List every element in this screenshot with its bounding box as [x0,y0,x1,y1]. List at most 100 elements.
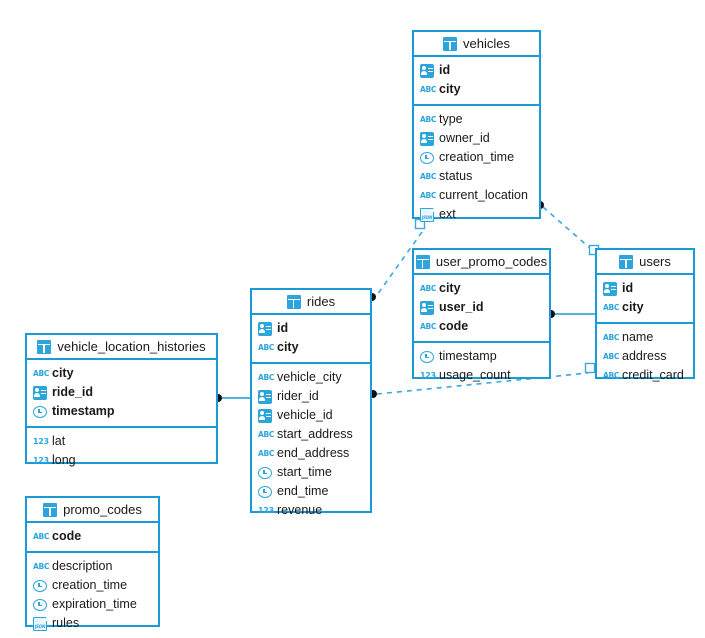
abc-icon: ABC [33,531,50,541]
abc-icon: ABC [603,370,620,380]
column-name: creation_time [439,150,515,165]
clock-icon [33,598,47,611]
table-header[interactable]: vehicles [414,32,539,57]
table-grid-icon [415,254,430,269]
abc-icon: ABC [420,321,437,331]
column-name: start_time [277,465,332,480]
column-name: city [439,82,461,97]
column-row[interactable]: creation_time [27,576,158,595]
key-icon [33,385,47,400]
column-name: type [439,112,463,127]
abc-icon: ABC [258,448,275,458]
column-name: code [52,529,82,544]
column-row[interactable]: vehicle_id [252,406,370,425]
column-row[interactable]: timestamp [414,347,549,366]
column-name: expiration_time [52,597,137,612]
column-row[interactable]: id [597,279,693,298]
column-name: timestamp [52,404,115,419]
column-name: address [622,349,667,364]
column-name: timestamp [439,349,497,364]
abc-icon: ABC [420,84,437,94]
column-name: status [439,169,473,184]
column-row[interactable]: end_time [252,482,370,501]
table-header[interactable]: promo_codes [27,498,158,523]
key-icon [258,389,272,404]
abc-icon: ABC [258,429,275,439]
key-icon [258,408,272,423]
abc-icon: ABC [420,114,437,124]
key-icon [420,300,434,315]
clock-icon [33,405,47,418]
column-row[interactable]: ride_id [27,383,216,402]
column-name: description [52,559,113,574]
column-name: name [622,330,654,345]
column-name: city [52,366,74,381]
open-square-marker [584,362,596,374]
abc-icon: ABC [258,342,275,352]
column-row[interactable]: user_id [414,298,549,317]
column-row[interactable]: timestamp [27,402,216,421]
column-name: owner_id [439,131,490,146]
key-icon [420,63,434,78]
column-row[interactable]: start_time [252,463,370,482]
column-row[interactable]: rider_id [252,387,370,406]
column-row[interactable]: id [252,319,370,338]
table-grid-icon [43,502,58,517]
clock-icon [420,350,434,363]
column-name: current_location [439,188,528,203]
column-row[interactable]: id [414,61,539,80]
table-header[interactable]: user_promo_codes [414,250,549,275]
column-row[interactable]: creation_time [414,148,539,167]
column-row[interactable]: expiration_time [27,595,158,614]
column-name: vehicle_city [277,370,342,385]
key-icon [420,131,434,146]
abc-icon: ABC [420,190,437,200]
table-header[interactable]: vehicle_location_histories [27,335,216,360]
column-row[interactable]: owner_id [414,129,539,148]
clock-icon [33,579,47,592]
table-grid-icon [443,36,458,51]
abc-icon: ABC [603,351,620,361]
num-icon: 123 [33,436,49,446]
column-name: start_address [277,427,353,442]
table-header[interactable]: rides [252,290,370,315]
abc-icon: ABC [33,368,50,378]
table-header[interactable]: users [597,250,693,275]
relationship-vehicles-users [536,201,600,256]
column-name: id [277,321,289,336]
abc-icon: ABC [420,283,437,293]
